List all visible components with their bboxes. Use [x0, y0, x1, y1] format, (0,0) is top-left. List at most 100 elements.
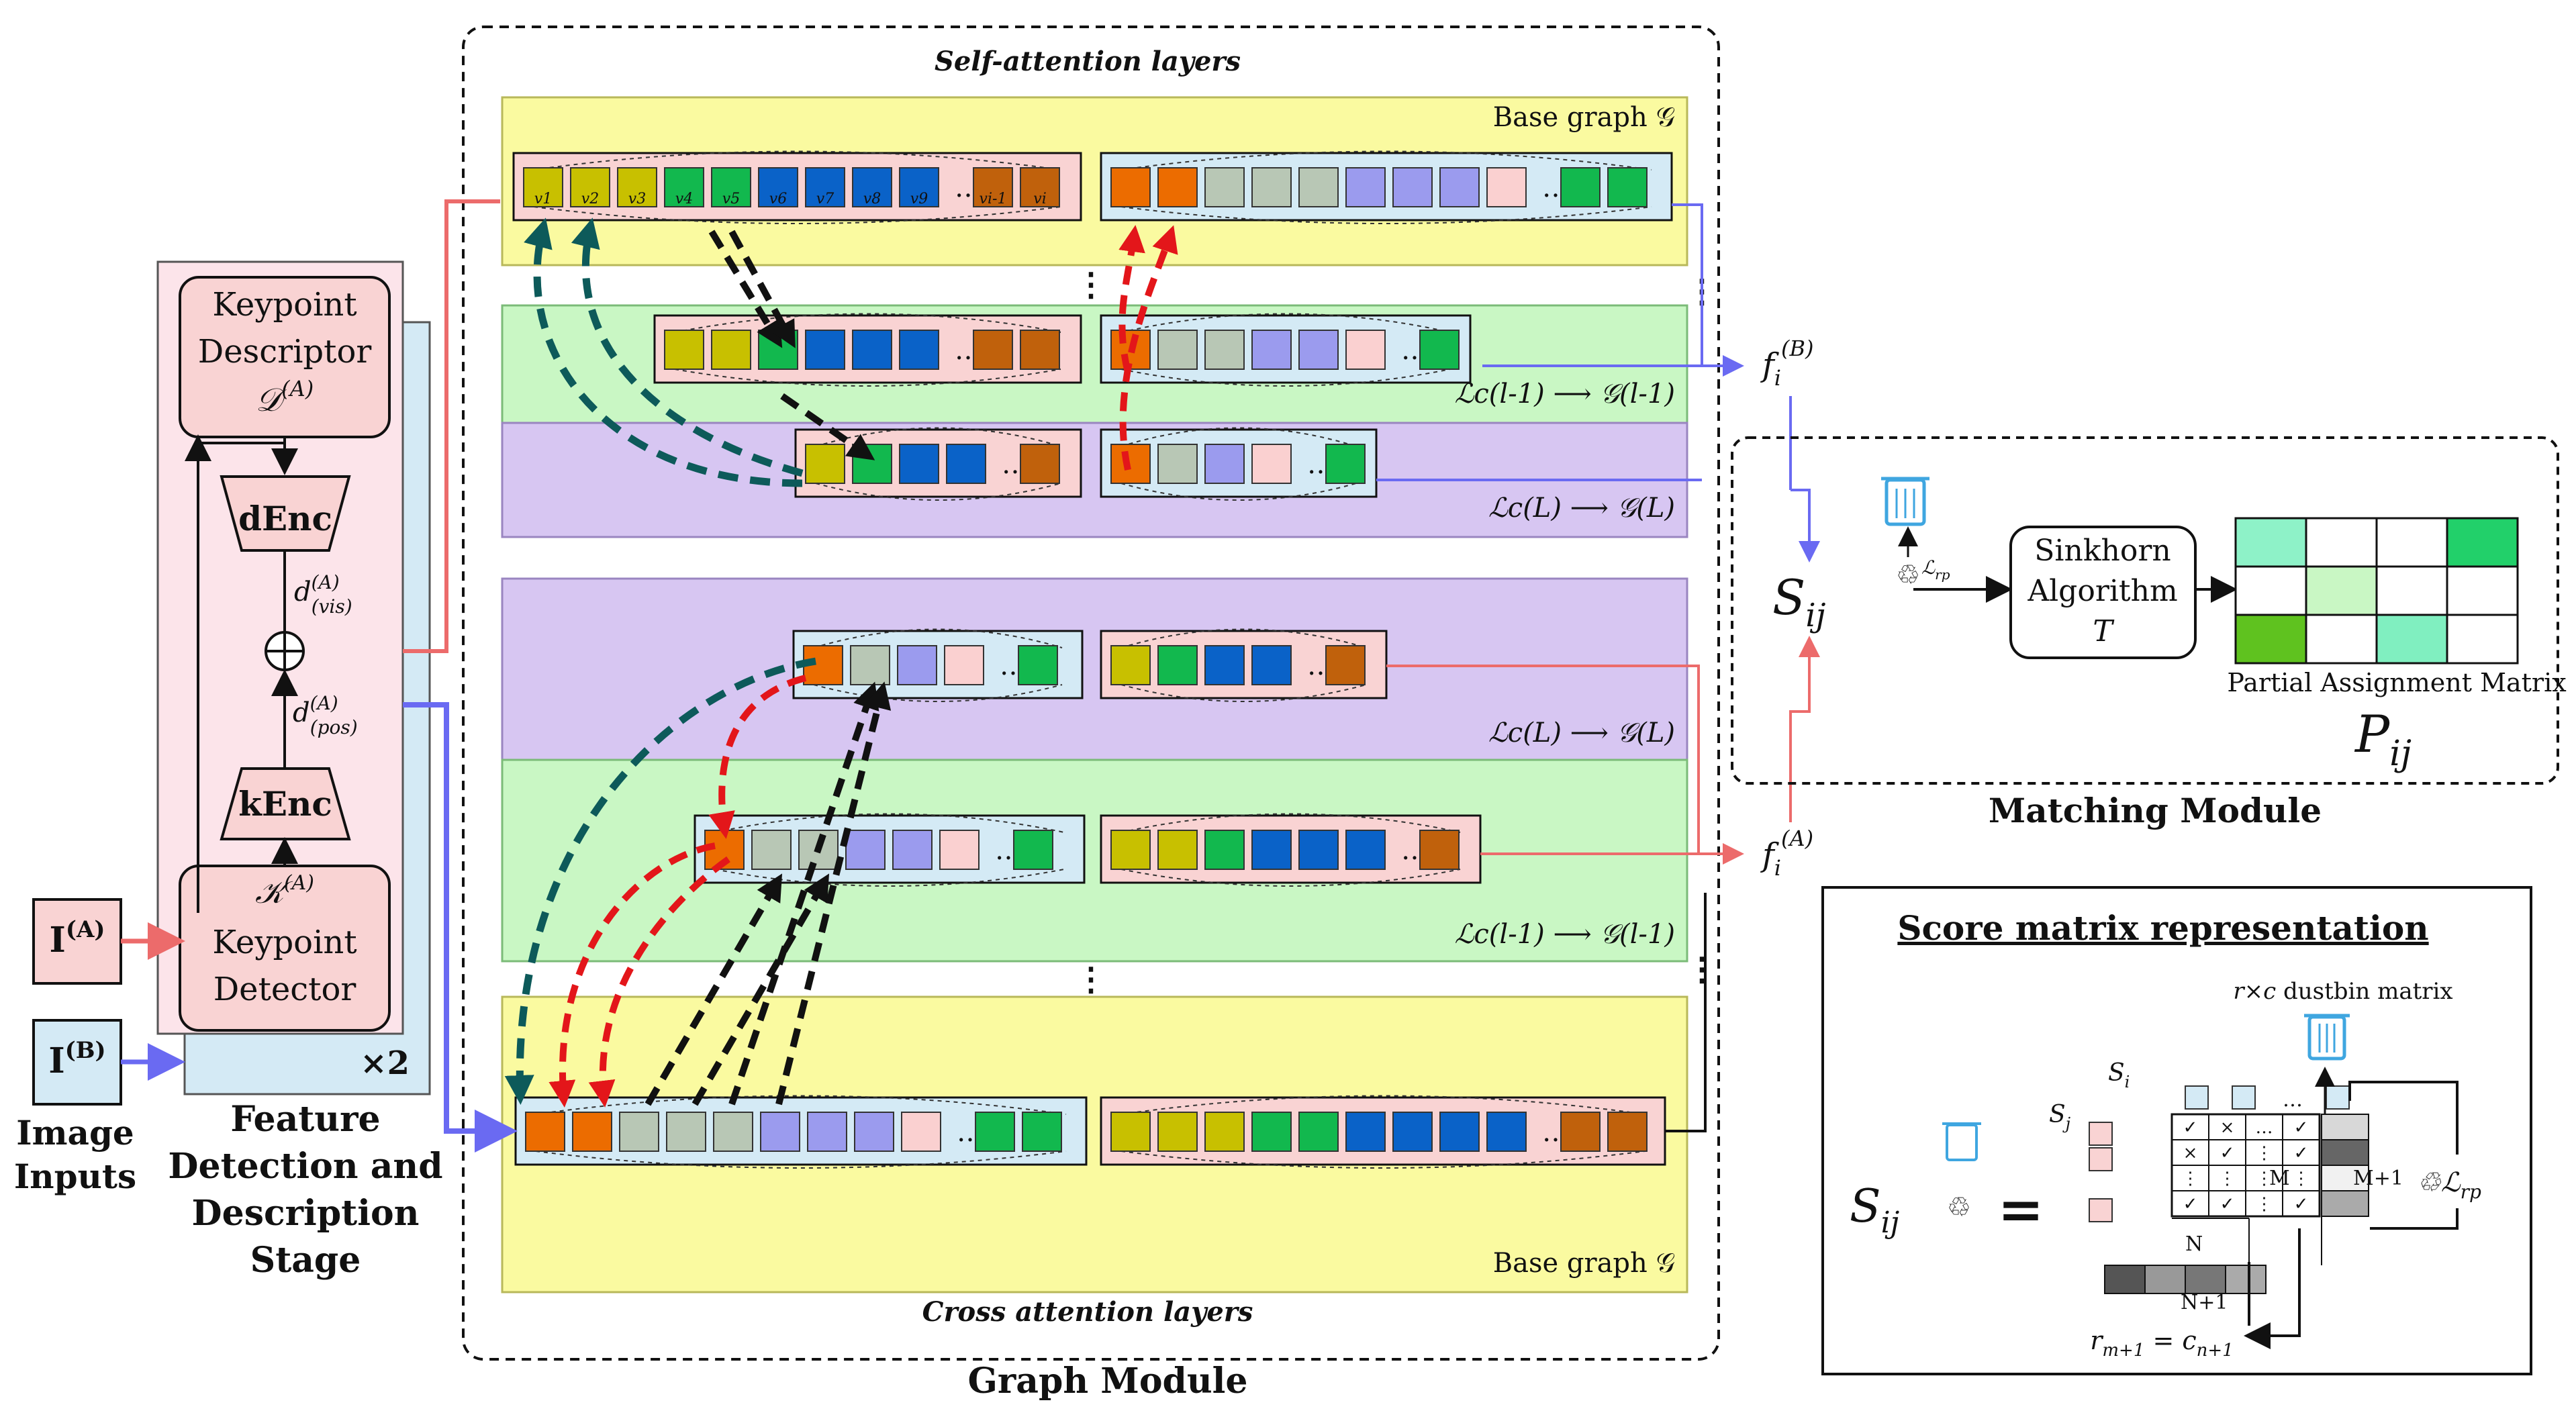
m-plus-1-label: M+1 [2353, 1167, 2403, 1190]
graph-node [1251, 1112, 1292, 1152]
repeat-label: ×2 [360, 1044, 410, 1082]
score-cell-value: ✓ [2294, 1194, 2309, 1214]
matching-module-caption: Matching Module [1989, 791, 2322, 830]
graph-node [1439, 1112, 1480, 1152]
si-ellipsis: … [2283, 1088, 2303, 1112]
recycle-icon: ♲ [1896, 560, 1920, 591]
graph-node [570, 167, 610, 207]
si-node [2326, 1085, 2350, 1110]
graph-node [1560, 1112, 1601, 1152]
assignment-cell [2305, 565, 2378, 616]
graph-node [807, 1112, 847, 1152]
assignment-cell [2375, 517, 2448, 568]
sj-node [2089, 1122, 2113, 1146]
keypoint-detector-box: 𝒦(A) Keypoint Detector [179, 865, 391, 1032]
sinkhorn-box: Sinkhorn Algorithm T [2009, 526, 2197, 659]
layer-l-cross-label: ℒc(L) ⟶ 𝒢(L) [1488, 718, 1675, 748]
layer-l-self-label: ℒc(L) ⟶ 𝒢(L) [1488, 493, 1675, 524]
graph-node [1560, 167, 1601, 207]
node-groups: ……………………………… [512, 150, 1673, 1169]
graph-node [1020, 444, 1060, 484]
svg-text:dEnc: dEnc [238, 499, 332, 538]
score-cell-value: ✓ [2294, 1143, 2309, 1163]
dustbin-label: r×c dustbin matrix [2233, 978, 2452, 1005]
score-cell-value: ✓ [2220, 1143, 2235, 1163]
graph-node [572, 1112, 612, 1152]
score-cell [2245, 1165, 2283, 1191]
ellipsis-vertical-1: ⋮ [1075, 266, 1107, 303]
cross-attention-title: Cross attention layers [922, 1296, 1253, 1328]
assignment-cell [2446, 517, 2519, 568]
layer-l-cross-band [501, 577, 1688, 761]
graph-node [805, 330, 845, 370]
feature-a-label: fi(A) [1760, 826, 1813, 881]
graph-node [944, 645, 984, 685]
assignment-cell [2305, 614, 2378, 665]
graph-node [805, 167, 845, 207]
assignment-cell [2375, 565, 2448, 616]
dustbin-row-cell [2185, 1265, 2226, 1294]
graph-node [1204, 330, 1245, 370]
score-cell [2171, 1139, 2209, 1166]
graph-node [1298, 830, 1339, 870]
score-cell-value: × [2183, 1143, 2198, 1163]
graph-node [1392, 167, 1433, 207]
n-label: N [2185, 1232, 2203, 1256]
red-arrows [548, 225, 1178, 1108]
base-graph-top-label: Base graph 𝒢 [1493, 102, 1675, 133]
graph-node [1018, 645, 1058, 685]
score-cell-value: ⋮ [2219, 1169, 2236, 1189]
score-cell [2245, 1139, 2283, 1166]
score-cell [2171, 1165, 2209, 1191]
input-image-b: I(B) [32, 1019, 122, 1106]
graph-node [1419, 330, 1460, 370]
node-label-v3: v3 [628, 191, 646, 207]
graph-node [899, 167, 939, 207]
dustbin-row-cell [2104, 1265, 2146, 1294]
graph-node [975, 1112, 1015, 1152]
ellipsis-vertical-2: ⋮ [1075, 961, 1107, 998]
ellipsis-vertical-4: ⋮ [1686, 950, 1718, 988]
graph-node [854, 1112, 894, 1152]
svg-text:Stage: Stage [250, 1240, 361, 1281]
svg-text:Keypoint: Keypoint [212, 286, 356, 324]
score-cell-value: ⋮ [2256, 1143, 2273, 1163]
dustbin-row-cell [2144, 1265, 2186, 1294]
score-cell [2245, 1114, 2283, 1140]
sj-node [2089, 1147, 2113, 1171]
score-cell-value: ✓ [2183, 1118, 2198, 1138]
graph-node [1251, 645, 1292, 685]
graph-node [1392, 1112, 1433, 1152]
si-node [2185, 1085, 2209, 1110]
base-graph-bottom-label: Base graph 𝒢 [1493, 1248, 1675, 1279]
node-row-cross-base-a: … [514, 1095, 1088, 1169]
n-plus-1-label: N+1 [2181, 1291, 2228, 1314]
dustbin-icon [2304, 1014, 2350, 1061]
svg-text:Keypoint: Keypoint [212, 924, 356, 961]
svg-text:Algorithm: Algorithm [2027, 574, 2177, 608]
kenc-block: kEnc [220, 767, 351, 840]
graph-node [1251, 167, 1292, 207]
graph-node [1020, 330, 1060, 370]
score-cell-value: ⋮ [2182, 1169, 2199, 1189]
graph-node [1345, 167, 1386, 207]
graph-node [1020, 167, 1060, 207]
graph-node [1345, 330, 1386, 370]
graph-node [1022, 1112, 1062, 1152]
keypoint-descriptor-box: Keypoint Descriptor 𝒟(A) [179, 276, 391, 438]
node-row-cross-l-b: … [1100, 628, 1388, 702]
graph-node [1110, 167, 1151, 207]
layer-l-1-cross-label: ℒc(l-1) ⟶ 𝒢(l-1) [1455, 919, 1675, 950]
teal-arrows [504, 217, 816, 1105]
graph-node [1204, 1112, 1245, 1152]
node-label-v9: v9 [910, 191, 928, 207]
score-cell-value: … [2256, 1118, 2273, 1138]
graph-node [899, 330, 939, 370]
si-node [2232, 1085, 2256, 1110]
graph-node [713, 1112, 753, 1152]
graph-node [758, 167, 798, 207]
graph-node [1607, 167, 1648, 207]
svg-text:Description: Description [192, 1193, 420, 1234]
graph-node [1607, 1112, 1648, 1152]
svg-text:Descriptor: Descriptor [198, 333, 372, 371]
